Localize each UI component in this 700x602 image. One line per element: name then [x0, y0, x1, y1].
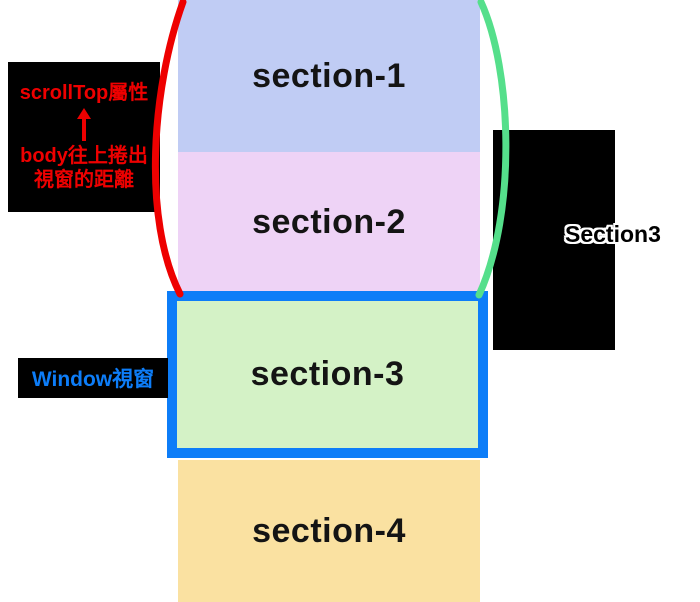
right-annotation-box	[493, 130, 615, 350]
scrolltop-annotation-box: scrollTop屬性 body往上捲出 視窗的距離	[8, 62, 160, 212]
arrow-up-icon	[76, 107, 92, 143]
scrolltop-definition-line2: 視窗的距離	[34, 169, 134, 192]
section-1-label: section-1	[252, 56, 406, 95]
scrolltop-definition-line1: body往上捲出	[20, 144, 148, 167]
section-4-block: section-4	[178, 460, 480, 602]
scrolltop-property-text: scrollTop屬性	[19, 82, 149, 105]
window-label-box: Window視窗	[18, 358, 168, 398]
section-2-label: section-2	[252, 202, 406, 241]
section-1-block: section-1	[178, 0, 480, 152]
right-annotation-text: Section3	[565, 221, 661, 247]
section-4-label: section-4	[252, 511, 406, 550]
window-label-text: Window視窗	[31, 368, 155, 391]
section-3-label: section-3	[250, 355, 405, 393]
section-2-block: section-2	[178, 152, 480, 292]
window-viewport-frame: section-3	[167, 291, 488, 458]
